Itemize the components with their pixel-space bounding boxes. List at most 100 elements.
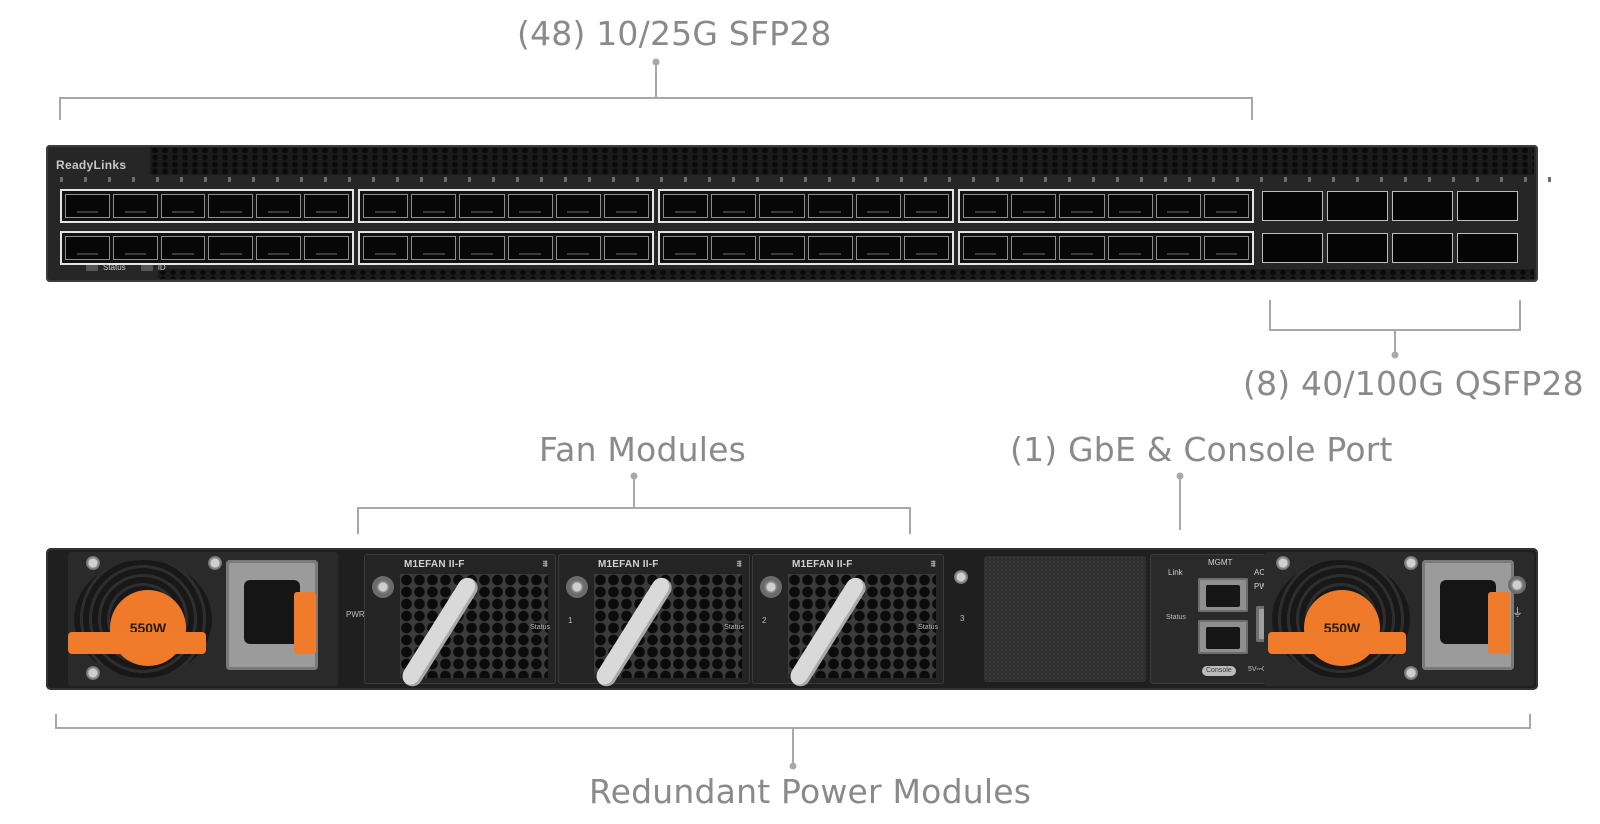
sfp28-port[interactable] <box>1059 236 1105 260</box>
sfp28-port[interactable] <box>711 194 757 218</box>
sfp28-port[interactable] <box>903 194 949 218</box>
sfp28-port[interactable] <box>963 236 1009 260</box>
thumbscrew-icon <box>760 576 782 598</box>
psu2-handle[interactable] <box>1268 632 1406 654</box>
sfp28-port[interactable] <box>963 194 1009 218</box>
gbe-leader-dot <box>1176 472 1184 480</box>
sfp28-port[interactable] <box>555 194 601 218</box>
power-module-2: 550W <box>1264 552 1534 686</box>
sfp28-port[interactable] <box>855 194 901 218</box>
qsfp28-port[interactable] <box>1392 191 1453 221</box>
status-led-label: Status <box>103 263 126 272</box>
psu2-ac-socket <box>1440 580 1496 644</box>
sfp28-port[interactable] <box>807 194 853 218</box>
sfp28-port[interactable] <box>759 236 805 260</box>
fan-2-model: M1EFAN II-F <box>598 559 659 570</box>
sfp28-port[interactable] <box>112 236 158 260</box>
psu1-handle[interactable] <box>68 632 206 654</box>
mgmt-status-label: Status <box>1166 614 1186 621</box>
sfp28-port[interactable] <box>208 236 254 260</box>
sfp28-port[interactable] <box>603 236 649 260</box>
sfp28-callout: (48) 10/25G SFP28 <box>517 14 832 53</box>
sfp28-port[interactable] <box>1011 194 1057 218</box>
power-bracket <box>55 714 1531 729</box>
console-port[interactable] <box>1198 620 1248 654</box>
sfp28-port[interactable] <box>363 194 409 218</box>
link-label: Link <box>1168 568 1183 577</box>
fan-module-1[interactable]: M1EFAN II-F ⩩ Status <box>364 554 556 690</box>
sfp28-port[interactable] <box>112 194 158 218</box>
sfp28-port[interactable] <box>855 236 901 260</box>
fan-icon: ⩩ <box>736 559 742 570</box>
sfp28-port[interactable] <box>603 194 649 218</box>
sfp28-port[interactable] <box>507 236 553 260</box>
power-modules-callout: Redundant Power Modules <box>589 772 1032 811</box>
qsfp28-port[interactable] <box>1327 233 1388 263</box>
mgmt-ethernet-port[interactable] <box>1198 578 1248 612</box>
sfp28-port[interactable] <box>555 236 601 260</box>
fan-module-3[interactable]: 2 M1EFAN II-F ⩩ Status <box>752 554 944 690</box>
thumbscrew-icon <box>566 576 588 598</box>
sfp28-port[interactable] <box>304 194 349 218</box>
screw-icon <box>1404 556 1418 570</box>
sfp28-port[interactable] <box>759 194 805 218</box>
power-leader-dot <box>789 762 797 770</box>
qsfp28-port[interactable] <box>1327 191 1388 221</box>
sfp28-port[interactable] <box>411 236 457 260</box>
sfp28-port[interactable] <box>663 194 709 218</box>
sfp28-port[interactable] <box>903 236 949 260</box>
sfp28-port[interactable] <box>807 236 853 260</box>
sfp28-port[interactable] <box>160 194 206 218</box>
qsfp28-port[interactable] <box>1262 191 1323 221</box>
sfp28-port[interactable] <box>256 194 302 218</box>
sfp28-port[interactable] <box>208 194 254 218</box>
sfp28-port[interactable] <box>507 194 553 218</box>
qsfp28-port[interactable] <box>1457 233 1518 263</box>
sfp28-port[interactable] <box>1203 194 1249 218</box>
sfp28-port[interactable] <box>663 236 709 260</box>
fan-module-2[interactable]: 1 M1EFAN II-F ⩩ Status <box>558 554 750 690</box>
psu1-latch[interactable] <box>294 592 316 654</box>
psu1-rating-badge: 550W <box>110 590 186 666</box>
fan-1-status-label: Status <box>530 624 550 631</box>
sfp28-port[interactable] <box>256 236 302 260</box>
qsfp28-port[interactable] <box>1262 233 1323 263</box>
switch-rear-panel: 550W PWR1 M1EFAN II-F ⩩ Status 1 M1EFAN … <box>46 548 1538 690</box>
psu2-rating-badge: 550W <box>1304 590 1380 666</box>
slot-3-number: 3 <box>960 614 965 623</box>
sfp28-port[interactable] <box>411 194 457 218</box>
sfp28-port[interactable] <box>711 236 757 260</box>
power-module-1: 550W <box>68 552 338 686</box>
qsfp28-bracket <box>1269 300 1521 331</box>
fan-leader-dot <box>630 472 638 480</box>
fan-modules-callout: Fan Modules <box>539 430 746 469</box>
status-led <box>86 265 98 271</box>
sfp28-port[interactable] <box>363 236 409 260</box>
ground-icon: ⏚ <box>1512 607 1523 619</box>
sfp28-port[interactable] <box>65 194 110 218</box>
port-led-strip <box>60 177 1560 182</box>
sfp28-port[interactable] <box>1203 236 1249 260</box>
qsfp28-group-bottom <box>1262 233 1518 263</box>
fan-2-status-label: Status <box>724 624 744 631</box>
qsfp28-port[interactable] <box>1392 233 1453 263</box>
sfp28-port[interactable] <box>160 236 206 260</box>
fan-3-model: M1EFAN II-F <box>792 559 853 570</box>
sfp28-port[interactable] <box>1155 194 1201 218</box>
sfp28-port[interactable] <box>304 236 349 260</box>
id-led <box>140 265 153 271</box>
qsfp28-leader-dot <box>1391 351 1399 359</box>
sfp28-port[interactable] <box>1107 236 1153 260</box>
sfp28-port[interactable] <box>459 194 505 218</box>
sfp28-port[interactable] <box>1107 194 1153 218</box>
sfp28-port[interactable] <box>1059 194 1105 218</box>
psu2-latch[interactable] <box>1488 592 1510 654</box>
sfp28-port[interactable] <box>1011 236 1057 260</box>
sfp28-port[interactable] <box>65 236 110 260</box>
sfp28-group-3-top <box>658 189 954 223</box>
sfp28-port[interactable] <box>1155 236 1201 260</box>
sfp28-port[interactable] <box>459 236 505 260</box>
fan-icon: ⩩ <box>930 559 936 570</box>
qsfp28-port[interactable] <box>1457 191 1518 221</box>
